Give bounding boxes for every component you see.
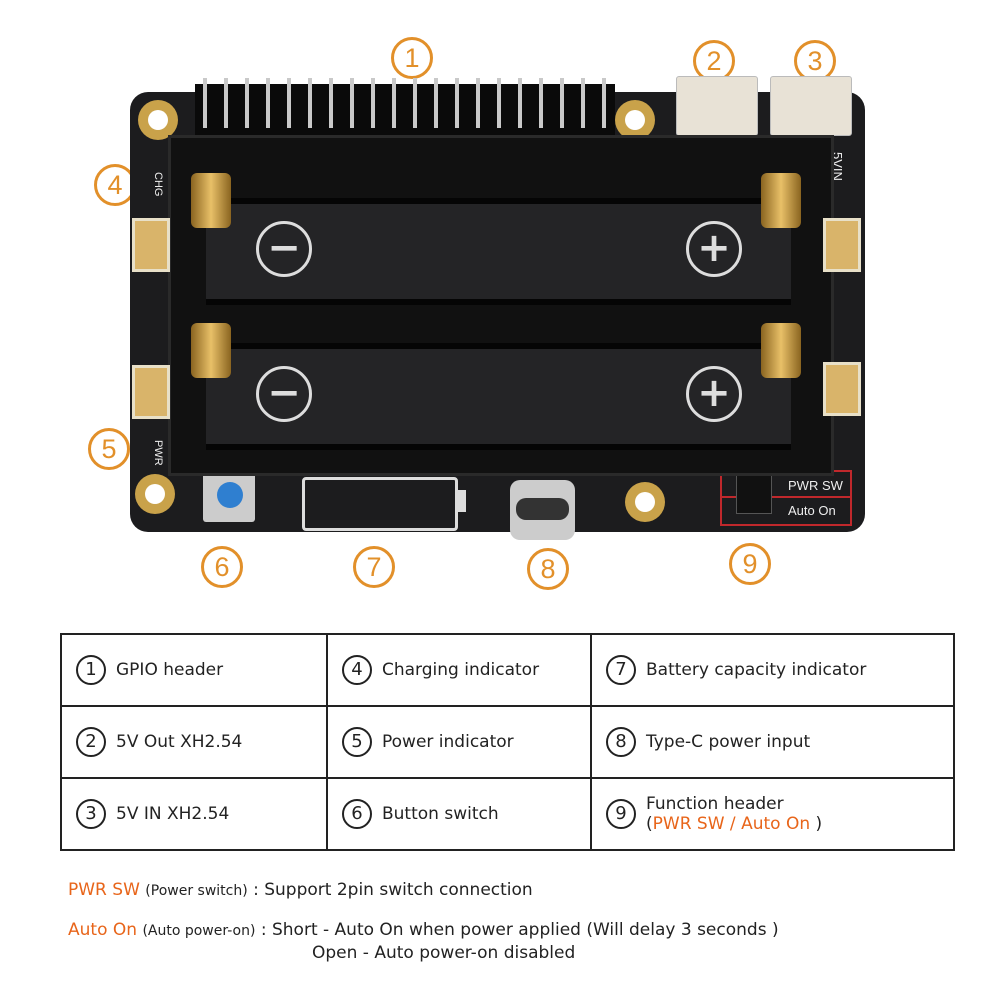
plus-icon: + — [686, 221, 742, 277]
label-power-indicator: Power indicator — [382, 732, 514, 752]
gpio-header: for(let i=0;i<20;i++)document.write('<di… — [195, 78, 615, 136]
num-icon: 4 — [342, 655, 372, 685]
minus-icon: − — [256, 221, 312, 277]
label-function-header: Function header — [646, 794, 784, 814]
5v-in-connector — [770, 76, 852, 136]
table-row: 1 GPIO header 4 Charging indicator 7 Batter… — [60, 633, 955, 707]
callout-8: 8 — [527, 548, 569, 590]
num-icon: 1 — [76, 655, 106, 685]
note-pwr-sw: PWR SW (Power switch) : Support 2pin swi… — [68, 880, 533, 900]
note-auto-on: Auto On (Auto power-on) : Short - Auto O… — [68, 920, 779, 940]
type-c-port — [510, 480, 575, 540]
callout-6: 6 — [201, 546, 243, 588]
silk-pwr-sw: PWR SW — [788, 478, 843, 493]
silk-pwr: PWR — [152, 440, 164, 466]
5v-out-connector — [676, 76, 758, 136]
battery-capacity-leds — [302, 477, 458, 531]
minus-icon: − — [256, 366, 312, 422]
function-header-box: PWR SW Auto On — [720, 462, 852, 526]
mount-hole — [615, 100, 655, 140]
callout-1: 1 — [391, 37, 433, 79]
label-type-c: Type-C power input — [646, 732, 811, 752]
label-gpio-header: GPIO header — [116, 660, 224, 680]
silk-auto-on: Auto On — [788, 503, 836, 518]
mount-hole — [135, 474, 175, 514]
label-button-switch: Button switch — [382, 804, 499, 824]
label-battery-capacity: Battery capacity indicator — [646, 660, 867, 680]
button-switch[interactable] — [203, 470, 255, 522]
mount-hole — [625, 482, 665, 522]
callout-7: 7 — [353, 546, 395, 588]
silk-chg: CHG — [152, 172, 164, 197]
label-5v-in: 5V IN XH2.54 — [116, 804, 230, 824]
mount-hole — [138, 100, 178, 140]
plus-icon: + — [686, 366, 742, 422]
callout-5: 5 — [88, 428, 130, 470]
battery-slot: − + — [206, 343, 791, 450]
callout-9: 9 — [729, 543, 771, 585]
battery-holder: − + − + — [168, 135, 834, 476]
battery-slot: − + — [206, 198, 791, 305]
note-auto-on-open: Open - Auto power-on disabled — [312, 943, 576, 963]
label-charging-indicator: Charging indicator — [382, 660, 540, 680]
component-table: 1 GPIO header 4 Charging indicator 7 Batter… — [60, 633, 955, 851]
num-icon: 7 — [606, 655, 636, 685]
label-5v-out: 5V Out XH2.54 — [116, 732, 243, 752]
